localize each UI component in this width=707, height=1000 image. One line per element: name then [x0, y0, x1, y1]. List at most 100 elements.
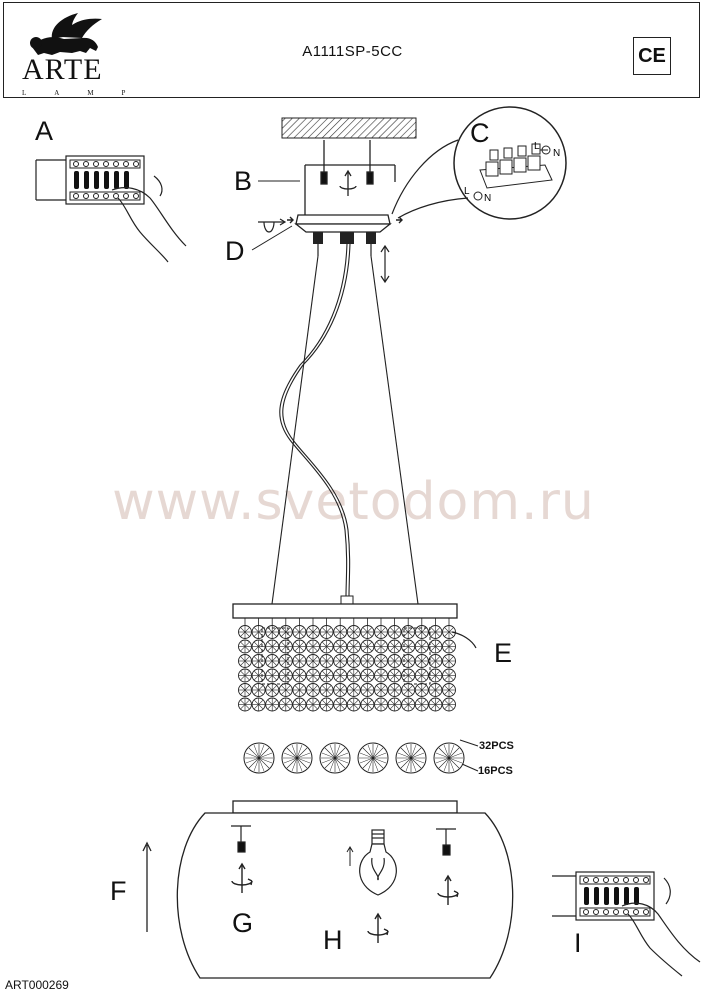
- small-crystal: [387, 697, 402, 712]
- small-crystal: [278, 697, 293, 712]
- brand-subtitle: LAMP: [22, 89, 154, 97]
- small-crystal: [278, 683, 293, 697]
- small-crystal: [319, 625, 334, 639]
- small-crystal: [442, 683, 456, 697]
- header-frame: ARTE LAMP A1111SP-5CC CE: [3, 2, 700, 98]
- small-crystal: [346, 668, 361, 683]
- brand-name: ARTE: [22, 53, 103, 86]
- small-crystal: [251, 625, 266, 639]
- large-crystal-count: 16PCS: [478, 765, 513, 777]
- small-crystal: [292, 697, 307, 712]
- model-number: A1111SP-5CC: [302, 43, 403, 60]
- leader-16pcs: [461, 763, 479, 772]
- ceiling-hatch: [281, 117, 417, 139]
- mounting-bracket-icon: [304, 140, 396, 215]
- leader-32pcs: [459, 739, 479, 747]
- small-crystal: [319, 639, 334, 654]
- small-crystal: [319, 654, 334, 668]
- small-crystal: [306, 654, 320, 668]
- small-crystal: [374, 683, 388, 697]
- leader-d: [251, 225, 293, 251]
- small-crystal: [414, 639, 429, 654]
- small-crystal: [306, 668, 320, 683]
- small-crystal: [292, 668, 307, 683]
- small-crystal: [414, 697, 429, 712]
- small-crystal: [306, 625, 320, 639]
- large-crystal-row: [243, 742, 465, 774]
- crystal-rows: [238, 618, 456, 712]
- label-f: F: [110, 876, 127, 906]
- wire-n-top: N: [553, 148, 560, 159]
- light-bulb-icon: [359, 829, 397, 896]
- small-crystal: [319, 697, 334, 712]
- small-crystal: [265, 625, 280, 639]
- small-crystal: [278, 639, 293, 654]
- small-crystal: [333, 639, 348, 654]
- watermark: www.svetodom.ru: [112, 472, 595, 532]
- small-crystal: [442, 639, 456, 654]
- small-crystal: [333, 697, 348, 712]
- article-code: ART000269: [5, 978, 69, 992]
- small-crystal: [360, 639, 375, 654]
- small-crystal: [238, 639, 252, 654]
- bulb-insert-arrow-icon: [346, 846, 354, 866]
- small-crystal: [360, 654, 375, 668]
- label-d: D: [225, 236, 245, 266]
- small-crystal: [265, 697, 280, 712]
- small-crystal: [387, 625, 402, 639]
- small-crystal: [442, 668, 456, 683]
- small-crystal: [428, 625, 443, 639]
- small-crystal: [360, 668, 375, 683]
- small-crystal: [265, 683, 280, 697]
- winged-lion-logo-icon: [30, 13, 102, 55]
- small-crystal: [238, 625, 252, 639]
- small-crystal: [238, 668, 252, 683]
- small-crystal: [238, 654, 252, 668]
- small-crystal: [238, 683, 252, 697]
- small-crystal: [319, 668, 334, 683]
- height-adjust-arrow-icon: [380, 244, 390, 284]
- label-e: E: [494, 638, 513, 668]
- shade-lampholder-right-icon: [436, 828, 456, 856]
- small-crystal: [442, 654, 456, 668]
- small-crystal: [360, 683, 375, 697]
- small-crystal: [292, 683, 307, 697]
- small-crystal: [374, 625, 388, 639]
- small-crystal: [387, 639, 402, 654]
- small-crystal: [278, 625, 293, 639]
- small-crystal: [346, 697, 361, 712]
- canopy-icon: [287, 214, 403, 256]
- small-crystal: [428, 697, 443, 712]
- small-crystal: [346, 683, 361, 697]
- small-crystal: [251, 683, 266, 697]
- lift-arrow-f-icon: [142, 841, 152, 932]
- label-g: G: [232, 908, 254, 938]
- small-crystal: [414, 683, 429, 697]
- hook-e-icon: [451, 631, 477, 649]
- label-c: C: [470, 118, 490, 148]
- small-crystal: [428, 639, 443, 654]
- small-crystal: [278, 654, 293, 668]
- wire-l-top: L: [534, 141, 540, 152]
- small-crystal: [278, 668, 293, 683]
- inner-lampholders: [261, 627, 431, 685]
- wire-l-bottom: L: [464, 186, 470, 197]
- small-crystal: [265, 639, 280, 654]
- small-crystal: [292, 625, 307, 639]
- small-crystal: [306, 639, 320, 654]
- terminal-block-i-icon: [552, 871, 701, 977]
- cable-gland: [340, 595, 354, 605]
- screw-rotation-icon: [258, 218, 287, 233]
- small-crystal: [360, 625, 375, 639]
- small-crystal: [428, 668, 443, 683]
- small-crystal: [387, 654, 402, 668]
- label-i: I: [574, 928, 582, 958]
- small-crystal: [414, 654, 429, 668]
- small-crystal: [333, 625, 348, 639]
- small-crystal: [428, 683, 443, 697]
- small-crystal: [333, 654, 348, 668]
- small-crystal: [374, 654, 388, 668]
- terminal-block-a-icon: [35, 155, 187, 263]
- small-crystal: [265, 654, 280, 668]
